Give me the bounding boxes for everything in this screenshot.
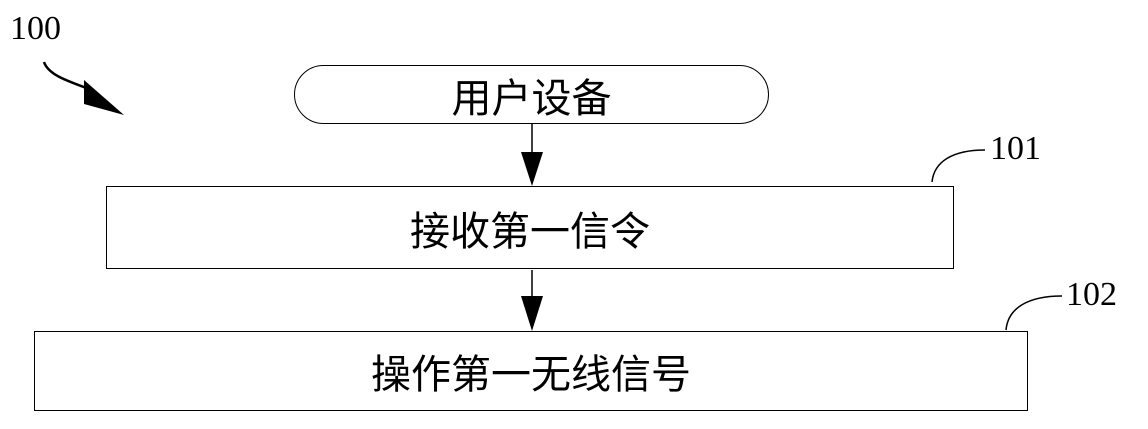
step-box-receive-first-signaling: 接收第一信令 [106,186,954,269]
leader-line-102 [1005,295,1063,331]
start-node-user-equipment: 用户设备 [294,65,769,124]
flow-arrow-2-head [521,296,543,331]
flow-arrow-1-head [521,152,543,186]
leader-line-101 [931,149,986,183]
step-2-reference-number: 102 [1066,276,1117,313]
step-1-reference-number: 101 [990,130,1041,167]
figure-reference-number: 100 [10,10,61,47]
step-box-operate-first-wireless-signal: 操作第一无线信号 [34,331,1028,411]
figure-pointer-arrowhead [84,80,124,115]
start-node-label: 用户设备 [451,75,612,122]
step-1-label: 接收第一信令 [410,208,650,255]
step-2-label: 操作第一无线信号 [371,352,691,398]
